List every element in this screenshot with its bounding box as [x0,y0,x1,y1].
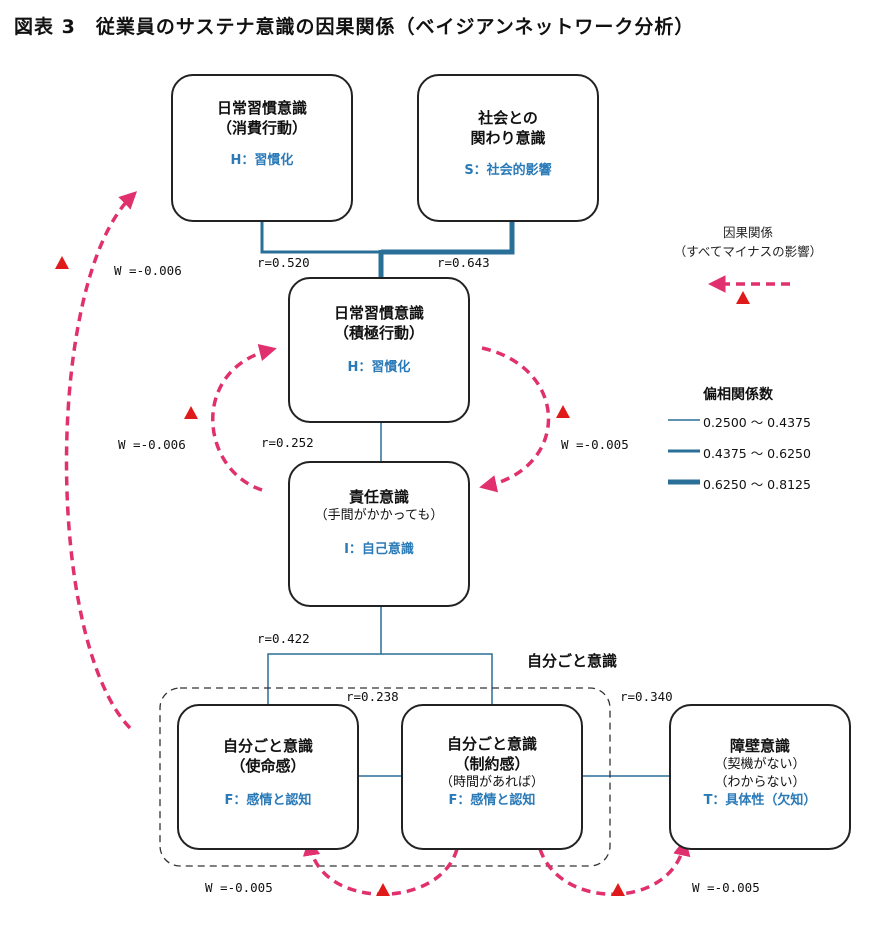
node-subtitle: （制約感） [454,755,530,773]
node-note: （契機がない） [714,757,806,772]
weight-label: W =-0.005 [205,880,273,895]
corr-label: r=0.520 [257,255,310,270]
node-constraint: 自分ごと意識 （制約感） （時間があれば） F：感情と認知 [401,704,583,850]
node-note: （わからない） [714,775,806,790]
node-responsibility: 責任意識 （手間がかかっても） I：自己意識 [288,461,470,607]
triangle-marker [611,883,625,896]
node-subtitle: （積極行動） [333,324,424,342]
node-code: I：自己意識 [344,542,414,557]
causal-arrow-right-loop [479,346,551,493]
node-habit-behavior: 日常習慣意識 （積極行動） H：習慣化 [288,277,470,423]
group-label: 自分ごと意識 [527,652,618,670]
corr-label: r=0.238 [346,689,399,704]
legend-item-medium: 0.4375 ～ 0.6250 [703,446,811,461]
corr-label: r=0.252 [261,435,314,450]
triangle-marker [556,405,570,418]
figure-title: 図表 3 従業員のサステナ意識の因果関係（ベイジアンネットワーク分析） [14,16,695,38]
node-code: F：感情と認知 [448,793,536,808]
link-habit-consumption [260,222,381,254]
corr-label: r=0.643 [437,255,490,270]
node-title: 社会との [478,109,538,127]
node-code: S：社会的影響 [464,163,552,178]
node-social: 社会との 関わり意識 S：社会的影響 [417,74,599,222]
node-subtitle: 関わり意識 [470,129,546,147]
node-code: H：習慣化 [347,360,411,375]
corr-label: r=0.340 [620,689,673,704]
node-title: 日常習慣意識 [216,99,307,117]
node-subtitle: （消費行動） [216,119,307,137]
node-subtitle: （使命感） [230,757,306,775]
node-code: F：感情と認知 [224,793,312,808]
node-title: 障壁意識 [729,737,790,755]
node-barrier: 障壁意識 （契機がない） （わからない） T：具体性（欠知） [669,704,851,850]
legend-corr-title: 偏相関係数 [703,387,773,403]
node-note: （手間がかかっても） [314,508,444,523]
link-responsibility-split [267,606,382,704]
weight-label: W =-0.006 [118,437,186,452]
legend-item-thin: 0.2500 ～ 0.4375 [703,415,811,430]
node-title: 日常習慣意識 [333,304,424,322]
node-note: （時間があれば） [439,775,544,790]
causal-arrow-left-loop [211,344,277,492]
node-title: 自分ごと意識 [222,737,313,755]
triangle-marker [55,256,69,269]
corr-label: r=0.422 [257,631,310,646]
weight-label: W =-0.005 [692,880,760,895]
causal-arrow-left-long [64,191,138,730]
node-code: T：具体性（欠知） [703,793,817,808]
legend-item-thick: 0.6250 ～ 0.8125 [703,477,811,492]
triangle-marker [736,291,750,304]
legend-causal: 因果関係 （すべてマイナスの影響） [648,222,848,260]
legend-causal-title: 因果関係 [722,225,773,240]
link-responsibility-constraint [381,653,493,704]
node-mission: 自分ごと意識 （使命感） F：感情と認知 [177,704,359,850]
node-title: 自分ごと意識 [446,735,537,753]
causal-arrow-bottom-right [538,838,691,896]
node-title: 責任意識 [348,488,409,506]
node-habit-consumption: 日常習慣意識 （消費行動） H：習慣化 [171,74,353,222]
weight-label: W =-0.005 [561,437,629,452]
legend-causal-note: （すべてマイナスの影響） [673,244,823,259]
self-awareness-group-box [159,687,611,867]
link-social [381,222,515,255]
node-code: H：習慣化 [230,153,294,168]
triangle-marker [184,406,198,419]
triangle-marker [376,883,390,896]
weight-label: W =-0.006 [114,263,182,278]
